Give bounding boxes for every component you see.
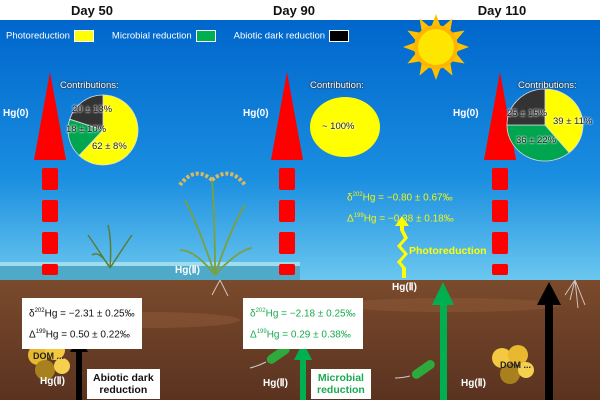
pie-slice [506,88,546,126]
photoreduction-arrow [395,216,409,278]
hg2-label: Hg(Ⅱ) [461,378,486,389]
microbial-isotopes-box: δ202Hg = −2.18 ± 0.25‰ Δ199Hg = 0.29 ± 0… [243,298,363,349]
pie-slice [310,97,380,157]
legend-item-abiotic: Abiotic dark reduction [234,30,350,42]
sun-ray [431,14,441,27]
pie-label: 39 ± 11% [553,116,593,127]
pie-label: 36 ± 22% [516,135,557,146]
hg0-volatilization-arrow [34,72,66,275]
dom-cluster [492,345,534,384]
hg2-label: Hg(Ⅱ) [392,282,417,293]
sun-icon [403,14,469,80]
pie-label: 62 ± 8% [92,141,127,152]
pie-title: Contributions: [60,80,119,91]
hg2-label: Hg(Ⅱ) [175,265,200,276]
microbial-arrow-tall [432,282,454,400]
header-day-110: Day 110 [477,2,527,18]
photoreduction-label: Photoreduction [409,245,487,257]
microbial-arrow [294,342,312,400]
hg2-label: Hg(Ⅱ) [263,378,288,389]
hg0-label: Hg(0) [3,108,29,119]
legend-swatch [73,30,94,42]
hg2-label: Hg(Ⅱ) [40,376,65,387]
pie-title: Contributions: [518,80,577,91]
header-day-50: Day 50 [71,2,113,18]
pie-label: 25 ± 15% [507,108,548,119]
hg0-volatilization-arrow [271,72,303,275]
pie-slice [69,94,104,131]
rice-plant-large [178,171,253,276]
dom-cluster [28,340,70,380]
pie-slice [67,118,104,157]
rice-plant-small [87,224,133,269]
abiotic-arrow-tall [537,282,561,400]
dom-label: DOM ... [500,360,531,370]
sun-ray [403,42,416,52]
bacterium-icon [394,360,435,379]
hg0-volatilization-arrow [484,72,516,275]
bacterium-icon [249,345,290,369]
roots [211,279,586,309]
legend-swatch [329,30,350,42]
legend-item-microbial: Microbial reduction [112,30,216,42]
photo-isotopes: δ202Hg = −0.80 ± 0.67‰ Δ199Hg = −0.38 ± … [347,192,454,225]
pie-label: 20 ± 13% [72,104,113,115]
abiotic-isotopes-box: δ202Hg = −2.31 ± 0.25‰ Δ199Hg = 0.50 ± 0… [22,298,142,349]
legend: Photoreduction Microbial reduction Abiot… [6,30,350,42]
legend-swatch [195,30,216,42]
pie-label: ~ 100% [322,121,355,132]
sun-ray [431,67,441,80]
water-layer [0,262,300,280]
pie-label: 18 ± 10% [66,124,107,135]
pie-slice [506,124,570,162]
pie-slice [78,94,139,166]
legend-item-photoreduction: Photoreduction [6,30,94,42]
dom-label: DOM ... [33,351,64,361]
pie-title: Contribution: [310,80,364,91]
header-day-90: Day 90 [273,2,315,18]
hg0-label: Hg(0) [243,108,269,119]
sun-ray [456,42,469,52]
hg0-label: Hg(0) [453,108,479,119]
pie-slice [544,88,584,154]
